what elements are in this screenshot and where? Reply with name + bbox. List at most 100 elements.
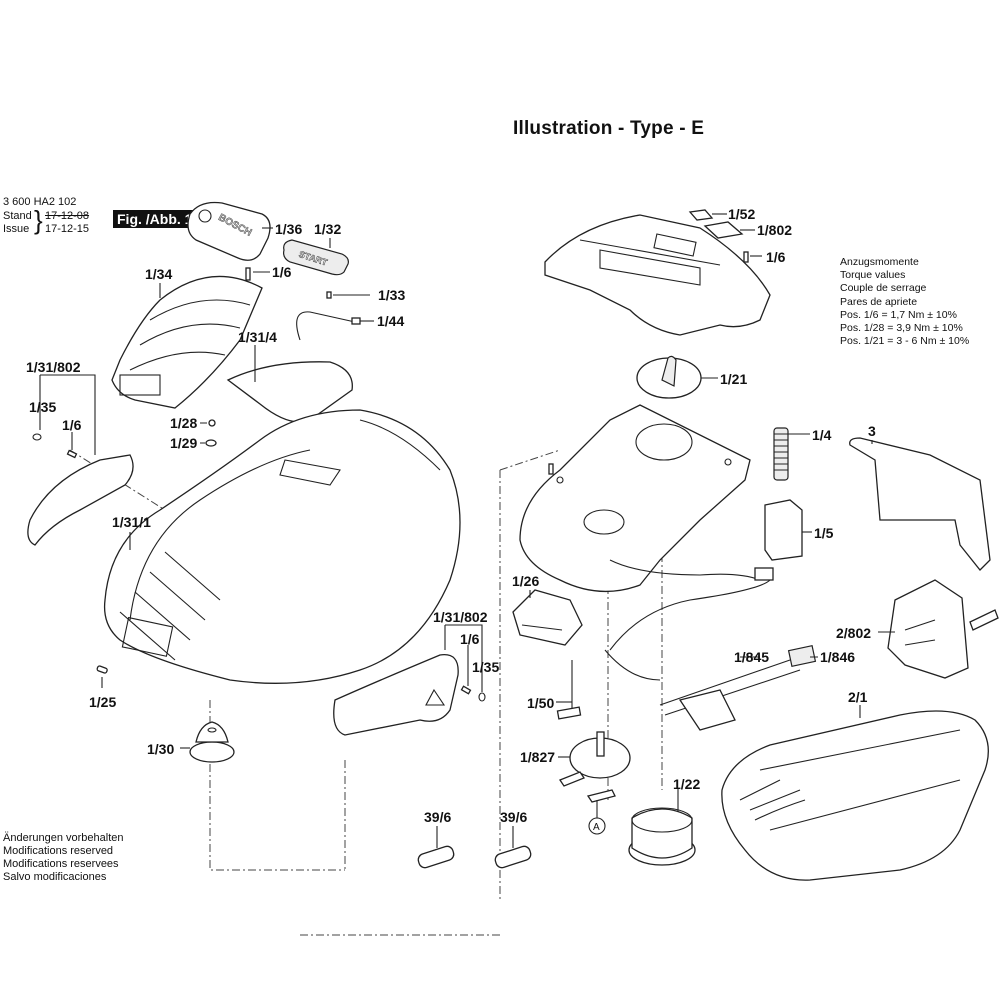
callout-1-6-cover[interactable]: 1/6: [766, 249, 786, 265]
callout-1-802[interactable]: 1/802: [757, 222, 793, 238]
notice-es: Salvo modificaciones: [3, 871, 107, 883]
connector-upper: [754, 567, 774, 581]
callout-1-36[interactable]: 1/36: [275, 221, 303, 237]
top-cover-assembly: [544, 214, 771, 336]
start-button-cap: START: [283, 239, 349, 276]
screw-1-6-left: [66, 449, 78, 459]
callout-1-28[interactable]: 1/28: [170, 415, 198, 431]
blade-disc-1-827: [559, 731, 631, 803]
callout-2-802[interactable]: 2/802: [836, 625, 872, 641]
torque-values-block: Anzugsmomente Torque values Couple de se…: [840, 256, 969, 348]
illustration-title: Illustration - Type - E: [513, 118, 705, 139]
modifications-notice: Änderungen vorbehalten Modifications res…: [3, 832, 123, 884]
leader-lines: [39, 213, 895, 848]
holder-1-5: [764, 499, 803, 561]
stand-label: Stand: [3, 210, 32, 222]
chassis-plate: [519, 404, 751, 593]
callout-1-35-left[interactable]: 1/35: [29, 399, 57, 415]
callout-1-6-right[interactable]: 1/6: [460, 631, 480, 647]
callout-1-33[interactable]: 1/33: [378, 287, 406, 303]
callout-39-6-b[interactable]: 39/6: [500, 809, 528, 825]
torque-line-es: Pares de apriete: [840, 295, 918, 308]
callout-1-22[interactable]: 1/22: [673, 776, 701, 792]
callout-1-31-1[interactable]: 1/31/1: [112, 514, 151, 530]
callout-1-52[interactable]: 1/52: [728, 206, 756, 222]
chassis-screw: [548, 463, 554, 475]
callout-1-21[interactable]: 1/21: [720, 371, 748, 387]
front-cover-1-34: [111, 275, 263, 409]
cable-1-44-plug: [351, 317, 361, 325]
callout-1-827[interactable]: 1/827: [520, 749, 556, 765]
callout-1-26[interactable]: 1/26: [512, 573, 540, 589]
stand-date-old: 17-12-08: [45, 210, 90, 222]
screw-1-6-top: [245, 267, 251, 281]
torque-line-de: Anzugsmomente: [840, 256, 919, 268]
spring-1-4: [773, 427, 789, 481]
callout-1-31-802-right[interactable]: 1/31/802: [433, 609, 488, 625]
clip-1-35-left: [32, 433, 42, 441]
notice-de: Änderungen vorbehalten: [3, 832, 124, 844]
assembly-line-center: [300, 449, 561, 936]
assembly-line-left: [209, 700, 346, 871]
callout-1-25[interactable]: 1/25: [89, 694, 117, 710]
station-cover-3: [849, 437, 991, 571]
connector-1-846: [787, 644, 817, 668]
torque-line-en: Torque values: [840, 269, 906, 282]
pin-1-25: [96, 665, 108, 674]
bumper-1-30: [189, 721, 235, 763]
callout-1-5[interactable]: 1/5: [814, 525, 834, 541]
contact-module-2-802: [887, 579, 999, 679]
notice-fr: Modifications reservees: [3, 858, 119, 870]
callout-1-32[interactable]: 1/32: [314, 221, 342, 237]
connector-39-6-a: [417, 845, 455, 869]
clip-1-35-right: [478, 692, 486, 702]
connector-block-lower: [678, 689, 736, 731]
callout-3[interactable]: 3: [868, 423, 876, 439]
torque-pos-1-21: Pos. 1/21 = 3 - 6 Nm ± 10%: [840, 335, 970, 348]
callout-1-31-802-left[interactable]: 1/31/802: [26, 359, 81, 375]
reference-marker-a-text: A: [593, 822, 600, 833]
callout-1-31-4[interactable]: 1/31/4: [238, 329, 277, 345]
base-plate-2-1: [721, 710, 989, 881]
assembly-line-left-cover: [69, 449, 166, 511]
callout-1-846[interactable]: 1/846: [820, 649, 856, 665]
torque-line-fr: Couple de serrage: [840, 282, 927, 295]
callout-1-35-right[interactable]: 1/35: [472, 659, 500, 675]
label-1-802: [703, 221, 744, 239]
side-cover-left: [27, 454, 134, 546]
brace-symbol: }: [34, 205, 43, 235]
callout-1-34[interactable]: 1/34: [145, 266, 173, 282]
main-housing-1-31-1: [103, 409, 461, 684]
washer-1-29: [205, 439, 217, 447]
torque-pos-1-6: Pos. 1/6 = 1,7 Nm ± 10%: [840, 308, 957, 321]
height-knob-1-21: [636, 355, 702, 399]
wiring-harness-1-845: [604, 559, 771, 681]
cable-1-846: [659, 659, 801, 716]
part-number: 3 600 HA2 102: [3, 196, 77, 208]
lid-1-31-4: [226, 361, 353, 423]
nut-1-28: [208, 419, 216, 427]
callout-1-30[interactable]: 1/30: [147, 741, 175, 757]
callout-1-845[interactable]: 1/845: [734, 649, 770, 665]
label-1-52: [688, 209, 714, 221]
figure-badge: Fig. /Abb. 1: [113, 210, 197, 228]
rod-1-50-bracket: [556, 706, 582, 720]
callout-1-50[interactable]: 1/50: [527, 695, 555, 711]
callout-1-6-left[interactable]: 1/6: [62, 417, 82, 433]
torque-pos-1-28: Pos. 1/28 = 3,9 Nm ± 10%: [840, 322, 963, 335]
notice-en: Modifications reserved: [3, 845, 114, 857]
callout-39-6-a[interactable]: 39/6: [424, 809, 452, 825]
bosch-cover-plate: BOSCH: [187, 201, 271, 261]
screw-1-6-right: [460, 685, 472, 695]
callout-1-6-top[interactable]: 1/6: [272, 264, 292, 280]
side-cover-right: [333, 654, 459, 736]
callout-2-1[interactable]: 2/1: [848, 689, 868, 705]
spacer-1-33: [326, 291, 332, 299]
callout-1-29[interactable]: 1/29: [170, 435, 198, 451]
callout-1-44[interactable]: 1/44: [377, 313, 405, 329]
callout-1-4[interactable]: 1/4: [812, 427, 832, 443]
issue-date: 17-12-15: [45, 223, 90, 235]
motor-ring-1-22: [628, 807, 696, 866]
cable-1-44: [296, 311, 356, 341]
